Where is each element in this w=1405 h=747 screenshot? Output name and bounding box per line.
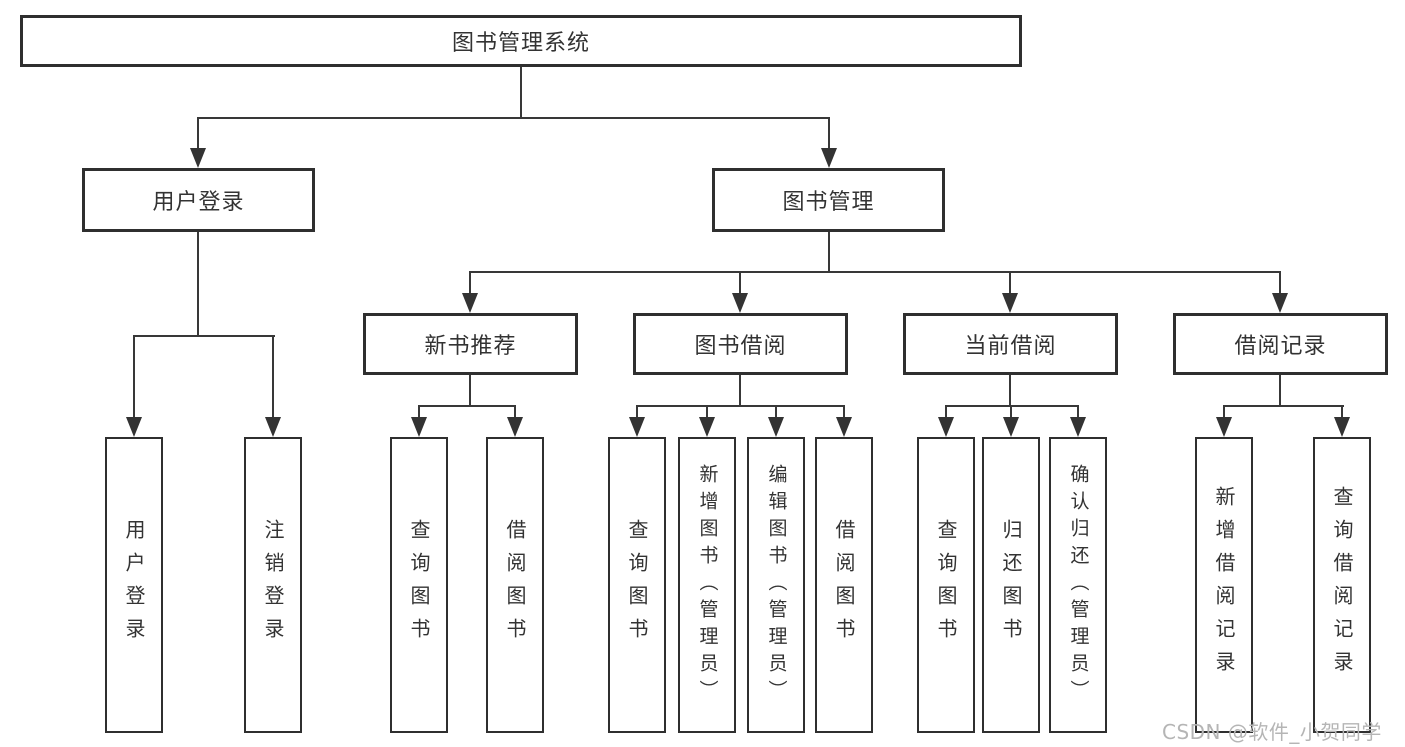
leaf-confirm-return-admin: 确认归还（管理员） bbox=[1049, 437, 1107, 733]
node-label: 注销登录 bbox=[261, 519, 285, 651]
arrowhead-down-icon bbox=[507, 417, 523, 437]
connector-hline bbox=[1223, 405, 1344, 407]
connector-vline bbox=[739, 271, 741, 295]
node-label: 确认归还（管理员） bbox=[1067, 463, 1090, 707]
node-label: 用户登录 bbox=[152, 190, 245, 215]
connector-hline bbox=[133, 335, 275, 337]
node-book-borrowing: 图书借阅 bbox=[633, 313, 848, 375]
connector-vline bbox=[739, 375, 741, 407]
arrowhead-down-icon bbox=[190, 148, 206, 168]
node-library-management-system: 图书管理系统 bbox=[20, 15, 1022, 67]
leaf-query-books-current: 查询图书 bbox=[917, 437, 975, 733]
node-borrowing-records: 借阅记录 bbox=[1173, 313, 1388, 375]
arrowhead-down-icon bbox=[821, 148, 837, 168]
node-label: 当前借阅 bbox=[964, 334, 1057, 359]
connector-vline bbox=[828, 232, 830, 273]
arrowhead-down-icon bbox=[629, 417, 645, 437]
connector-hline bbox=[197, 117, 830, 119]
node-label: 查询图书 bbox=[407, 519, 431, 651]
connector-vline bbox=[514, 405, 516, 419]
leaf-borrow-books-borrowing: 借阅图书 bbox=[815, 437, 873, 733]
node-label: 图书管理系统 bbox=[451, 31, 590, 56]
leaf-add-books-admin: 新增图书（管理员） bbox=[678, 437, 736, 733]
arrowhead-down-icon bbox=[411, 417, 427, 437]
node-label: 新增图书（管理员） bbox=[696, 463, 719, 707]
arrowhead-down-icon bbox=[1272, 293, 1288, 313]
arrowhead-down-icon bbox=[768, 417, 784, 437]
leaf-query-borrow-record: 查询借阅记录 bbox=[1313, 437, 1371, 733]
node-label: 查询图书 bbox=[625, 519, 649, 651]
connector-vline bbox=[1009, 375, 1011, 407]
node-label: 查询图书 bbox=[934, 519, 958, 651]
connector-vline bbox=[469, 271, 471, 295]
arrowhead-down-icon bbox=[1070, 417, 1086, 437]
arrowhead-down-icon bbox=[126, 417, 142, 437]
connector-vline bbox=[1009, 271, 1011, 295]
connector-vline bbox=[828, 117, 830, 150]
connector-vline bbox=[469, 375, 471, 407]
leaf-user-login: 用户登录 bbox=[105, 437, 163, 733]
leaf-logout: 注销登录 bbox=[244, 437, 302, 733]
arrowhead-down-icon bbox=[1334, 417, 1350, 437]
arrowhead-down-icon bbox=[699, 417, 715, 437]
leaf-edit-books-admin: 编辑图书（管理员） bbox=[747, 437, 805, 733]
connector-vline bbox=[272, 335, 274, 419]
arrowhead-down-icon bbox=[1216, 417, 1232, 437]
connector-vline bbox=[520, 67, 522, 119]
connector-vline bbox=[706, 405, 708, 419]
connector-hline bbox=[418, 405, 516, 407]
node-label: 编辑图书（管理员） bbox=[765, 463, 788, 707]
leaf-return-books: 归还图书 bbox=[982, 437, 1040, 733]
node-label: 借阅图书 bbox=[503, 519, 527, 651]
connector-vline bbox=[197, 117, 199, 150]
node-label: 查询借阅记录 bbox=[1330, 486, 1354, 684]
leaf-query-books-recommend: 查询图书 bbox=[390, 437, 448, 733]
csdn-watermark: CSDN @软件_小贺同学 bbox=[1162, 720, 1382, 744]
node-label: 新增借阅记录 bbox=[1212, 486, 1236, 684]
connector-hline bbox=[945, 405, 1079, 407]
node-label: 借阅图书 bbox=[832, 519, 856, 651]
connector-hline bbox=[636, 405, 845, 407]
node-label: 图书管理 bbox=[782, 190, 875, 215]
node-user-login: 用户登录 bbox=[82, 168, 315, 232]
connector-vline bbox=[1341, 405, 1343, 419]
connector-vline bbox=[197, 232, 199, 337]
connector-vline bbox=[1223, 405, 1225, 419]
leaf-borrow-books-recommend: 借阅图书 bbox=[486, 437, 544, 733]
arrowhead-down-icon bbox=[732, 293, 748, 313]
arrowhead-down-icon bbox=[1003, 417, 1019, 437]
node-label: 归还图书 bbox=[999, 519, 1023, 651]
connector-vline bbox=[133, 335, 135, 419]
node-label: 借阅记录 bbox=[1234, 334, 1327, 359]
node-book-management: 图书管理 bbox=[712, 168, 945, 232]
connector-vline bbox=[1010, 405, 1012, 419]
arrowhead-down-icon bbox=[836, 417, 852, 437]
node-label: 新书推荐 bbox=[424, 334, 517, 359]
leaf-add-borrow-record: 新增借阅记录 bbox=[1195, 437, 1253, 733]
connector-vline bbox=[1279, 271, 1281, 295]
arrowhead-down-icon bbox=[265, 417, 281, 437]
connector-vline bbox=[945, 405, 947, 419]
connector-vline bbox=[843, 405, 845, 419]
arrowhead-down-icon bbox=[938, 417, 954, 437]
connector-hline bbox=[469, 271, 1281, 273]
connector-vline bbox=[636, 405, 638, 419]
node-label: 图书借阅 bbox=[694, 334, 787, 359]
connector-vline bbox=[775, 405, 777, 419]
node-label: 用户登录 bbox=[122, 519, 146, 651]
leaf-query-books-borrowing: 查询图书 bbox=[608, 437, 666, 733]
node-current-borrowing: 当前借阅 bbox=[903, 313, 1118, 375]
arrowhead-down-icon bbox=[462, 293, 478, 313]
connector-vline bbox=[418, 405, 420, 419]
connector-vline bbox=[1279, 375, 1281, 407]
connector-vline bbox=[1077, 405, 1079, 419]
node-new-book-recommendation: 新书推荐 bbox=[363, 313, 578, 375]
arrowhead-down-icon bbox=[1002, 293, 1018, 313]
